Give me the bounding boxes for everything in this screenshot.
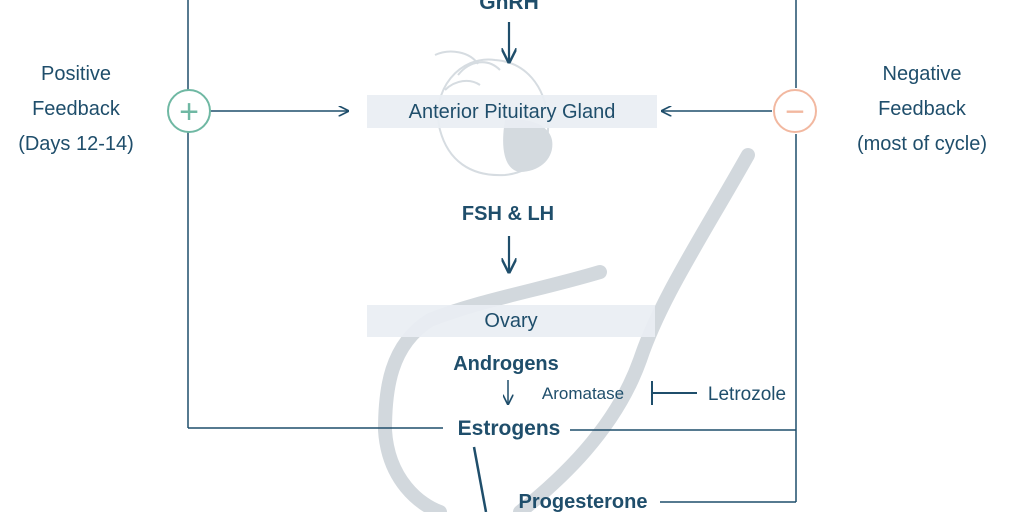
- positive-feedback-line3: (Days 12-14): [18, 133, 134, 155]
- positive-feedback-line1: Positive: [41, 63, 111, 85]
- letrozole-label: Letrozole: [708, 384, 786, 405]
- positive-feedback-icon: +: [167, 89, 211, 133]
- positive-feedback-loop: [187, 0, 443, 429]
- positive-feedback-label: Positive Feedback (Days 12-14): [18, 63, 134, 155]
- ovary-box: Ovary: [367, 305, 655, 337]
- negative-feedback-line1: Negative: [883, 63, 962, 85]
- progesterone-label: Progesterone: [519, 491, 648, 512]
- background-uterus-outline: [377, 148, 755, 512]
- negative-feedback-loop: [570, 0, 797, 503]
- positive-feedback-line2: Feedback: [32, 98, 121, 120]
- estrogens-label: Estrogens: [458, 417, 561, 440]
- letrozole-inhibitor: [651, 381, 697, 405]
- pituitary-label: Anterior Pituitary Gland: [409, 101, 616, 123]
- negative-sign: −: [785, 93, 805, 131]
- androgens-label: Androgens: [453, 353, 559, 375]
- negative-feedback-line2: Feedback: [878, 98, 967, 120]
- positive-sign: +: [179, 93, 199, 131]
- negative-feedback-label: Negative Feedback (most of cycle): [857, 63, 987, 155]
- fsh-lh-label: FSH & LH: [462, 203, 554, 225]
- negative-feedback-icon: −: [773, 89, 817, 133]
- aromatase-label: Aromatase: [542, 384, 624, 403]
- negative-feedback-line3: (most of cycle): [857, 133, 987, 155]
- gnrh-label: GnRH: [479, 0, 539, 14]
- ovary-label: Ovary: [484, 310, 537, 332]
- estrogens-to-progesterone-line: [472, 446, 488, 512]
- pituitary-box: Anterior Pituitary Gland: [367, 95, 657, 128]
